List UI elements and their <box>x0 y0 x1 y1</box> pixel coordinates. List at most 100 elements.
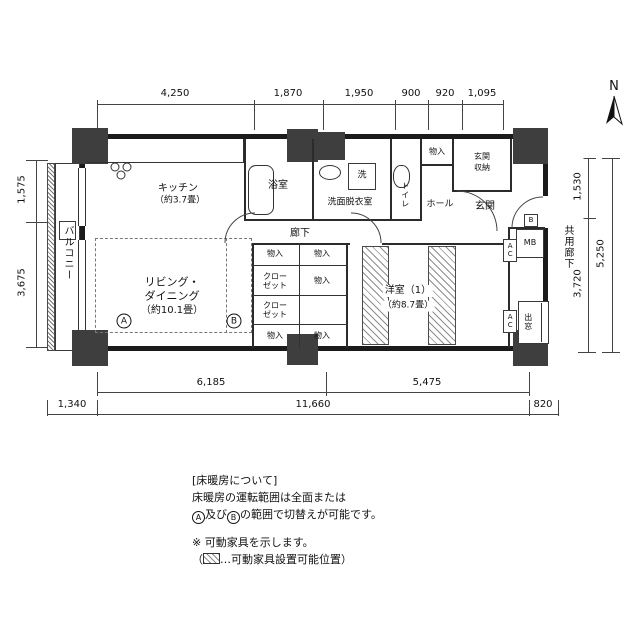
notes-heading: [床暖房について] <box>192 474 278 487</box>
living-label-1: リビング・ <box>144 275 200 289</box>
wall-storage-top-bottom <box>420 164 454 166</box>
floor-heating-zone-divider <box>226 238 227 333</box>
notes-line-4-tail: …可動家具設置可能位置） <box>220 553 352 566</box>
balcony-outline <box>55 163 80 351</box>
balcony-equipment-box <box>59 221 76 240</box>
wall-water-bottom <box>244 219 422 221</box>
entrance-storage-label-1: 玄関 <box>474 152 490 162</box>
kitchen-counter <box>86 139 244 163</box>
entrance-door-opening <box>542 196 549 228</box>
toilet-icon <box>393 165 410 188</box>
hall-label: ホール <box>426 199 454 210</box>
storage-grid-h1 <box>252 265 348 266</box>
entrance-storage-label-2: 収納 <box>474 163 490 173</box>
wall-bath-left <box>244 139 246 221</box>
notes-line-2-mid: 及び <box>205 508 227 521</box>
wall-bath-washroom <box>312 139 314 221</box>
dim-tick <box>26 347 48 348</box>
b-box <box>524 214 538 227</box>
dim-tick <box>26 222 48 223</box>
dim-line-bottom-inner <box>97 392 529 393</box>
living-size-label: （約10.1畳） <box>140 305 204 316</box>
bath-label: 浴室 <box>268 180 288 191</box>
wall-entrance-storage-bottom <box>452 190 512 192</box>
dim-bottom-outer-3: 820 <box>533 399 553 410</box>
dim-tick <box>529 400 530 416</box>
heating-zone-b-marker: B <box>226 313 242 329</box>
balcony-railing <box>47 163 55 351</box>
notes-line-1: 床暖房の運転範囲は全面または <box>192 491 346 504</box>
washbasin-icon <box>319 165 341 180</box>
notes-line-3: ※ 可動家具を示します。 <box>192 536 314 549</box>
storage-top-label: 物入 <box>429 147 445 157</box>
wall-entrance-mb <box>508 227 545 229</box>
wall-washroom-toilet <box>390 139 392 221</box>
dim-tick <box>602 158 620 159</box>
wall-corridor-bottom-left <box>252 243 350 245</box>
storage-grid-h2 <box>252 295 348 296</box>
compass-north-label: N <box>609 79 619 95</box>
pillar-top-left <box>72 128 108 164</box>
dim-line-right-inner <box>588 158 589 352</box>
dim-top-1: 4,250 <box>160 88 190 99</box>
closet-label-2-line2: ゼット <box>263 310 287 319</box>
living-label-2: ダイニング <box>144 289 200 303</box>
dim-tick <box>602 352 620 353</box>
movable-furniture-legend-icon <box>203 553 220 564</box>
dim-top-6: 1,095 <box>467 88 497 99</box>
dim-tick <box>462 100 463 130</box>
wall-western-right <box>508 228 510 348</box>
dim-tick <box>26 160 48 161</box>
bay-window-label: 出窓 <box>523 313 533 331</box>
dim-tick <box>578 352 596 353</box>
wall-entrance-storage-right <box>510 139 512 192</box>
western-room-size-label: （約8.7畳） <box>380 300 436 312</box>
toilet-label: トイレ <box>400 181 410 209</box>
notes-zone-b-marker: B <box>227 511 240 524</box>
western-room-label: 洋室（1） <box>382 285 434 297</box>
floor-heating-zone <box>95 238 252 333</box>
entrance-label: 玄関 <box>475 201 495 212</box>
wall-entrance-storage-left <box>452 139 454 192</box>
wall-right <box>543 134 548 351</box>
balcony-window-living <box>78 240 86 332</box>
closet-label-1: クロー ゼット <box>263 272 287 290</box>
storage-label-1: 物入 <box>267 249 283 259</box>
dim-tick <box>97 372 98 396</box>
dim-top-2: 1,870 <box>273 88 303 99</box>
bathtub-icon <box>248 165 274 215</box>
stove-icon <box>110 162 132 180</box>
storage-grid-v <box>299 243 300 348</box>
dim-tick <box>323 100 324 130</box>
balcony-label: バルコニー <box>62 225 73 281</box>
notes-line-4-open: （ <box>192 553 203 566</box>
dim-tick <box>254 100 255 130</box>
ac-label-2: AC <box>506 313 515 329</box>
storage-label-5: 物入 <box>314 331 330 341</box>
dim-line-right-outer <box>612 158 613 352</box>
ac-box-2 <box>503 310 517 333</box>
compass-needle-icon <box>606 95 623 126</box>
closet-label-2: クロー ゼット <box>263 301 287 319</box>
dim-line-top <box>97 104 503 105</box>
ac-box-1 <box>503 239 517 262</box>
dim-bottom-inner-1: 6,185 <box>196 377 226 388</box>
dim-bottom-inner-2: 5,475 <box>412 377 442 388</box>
storage-label-2: 物入 <box>314 249 330 259</box>
pillar-bottom-left <box>72 330 108 366</box>
storage-label-4: 物入 <box>267 331 283 341</box>
washing-machine-box <box>348 163 376 190</box>
ac-label-1: AC <box>506 242 515 258</box>
dim-bottom-outer-1: 1,340 <box>57 399 87 410</box>
dim-tick <box>578 218 596 219</box>
notes-line-4: （ …可動家具設置可能位置） <box>192 551 382 568</box>
common-corridor-label: 共用廊下 <box>562 225 573 269</box>
dim-tick <box>97 100 98 130</box>
dim-line-left <box>36 160 37 347</box>
dim-tick <box>529 372 530 396</box>
dim-tick <box>395 100 396 130</box>
dim-tick <box>97 400 98 416</box>
